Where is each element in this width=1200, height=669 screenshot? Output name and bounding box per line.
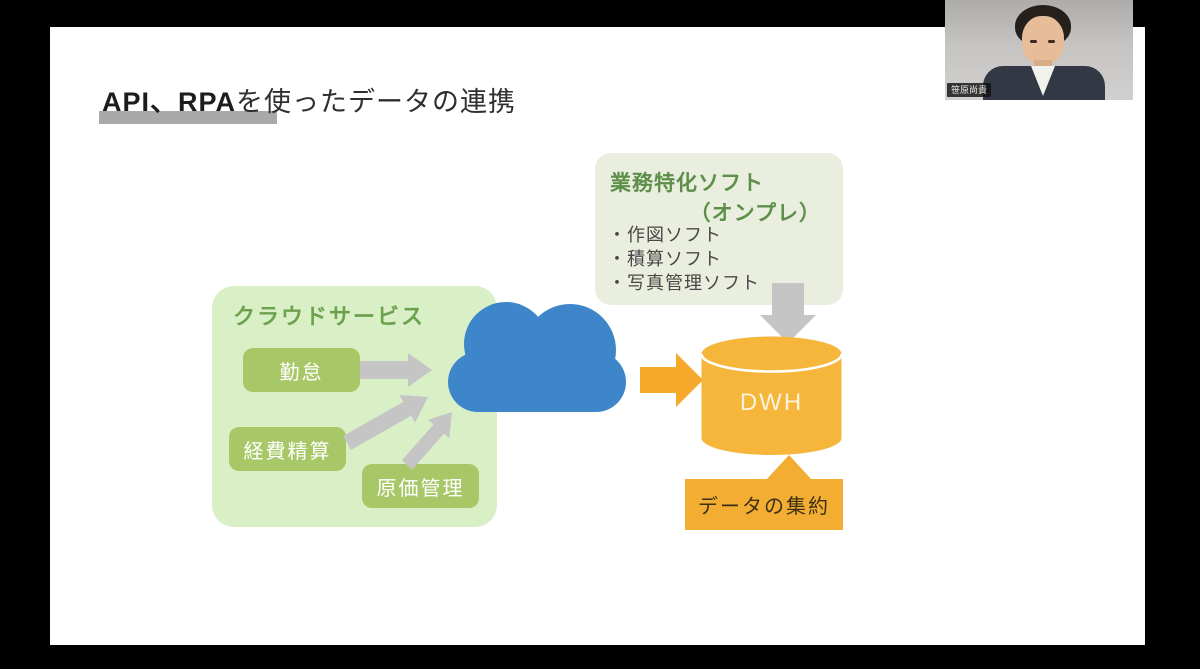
onprem-title: 業務特化ソフト （オンプレ） (610, 167, 825, 227)
participant-eye (1048, 40, 1055, 43)
participant-name-badge: 笹原尚貴 (947, 83, 992, 97)
onprem-item: ・積算ソフト (608, 249, 722, 269)
onprem-title-line1: 業務特化ソフト (610, 172, 764, 195)
onprem-item: ・写真管理ソフト (608, 273, 760, 293)
participant-face (1022, 16, 1064, 64)
cloud-services-label: クラウドサービス (233, 304, 426, 329)
cylinder-top-edge (700, 353, 843, 373)
onprem-title-line2: （オンプレ） (689, 202, 821, 225)
participant-eye (1030, 40, 1037, 43)
callout-pointer-icon (766, 455, 812, 480)
onprem-item-list: ・作図ソフト ・積算ソフト ・写真管理ソフト (608, 223, 760, 295)
service-keihiseisan: 経費精算 (229, 427, 346, 471)
service-kintai: 勤怠 (243, 348, 360, 392)
cloud-icon (448, 302, 626, 412)
cylinder-top (701, 336, 842, 372)
shared-slide: API、RPAを使ったデータの連携 クラウドサービス 勤怠 経費精算 原価管理 … (50, 27, 1145, 645)
slide-title-rest: を使ったデータの連携 (236, 87, 517, 117)
webcam-video-tile[interactable]: 笹原尚貴 (945, 0, 1133, 100)
data-aggregation-callout: データの集約 (685, 479, 843, 530)
cylinder-body (701, 354, 842, 455)
onprem-software-box (595, 153, 843, 305)
service-genkakanri: 原価管理 (362, 464, 479, 508)
dwh-label: DWH (740, 389, 803, 416)
title-underline-bar (99, 111, 277, 124)
arrow-cloud-to-dwh-icon (640, 353, 703, 407)
dwh-cylinder: DWH (700, 336, 843, 455)
slide-title: API、RPAを使ったデータの連携 (102, 80, 516, 119)
slide-title-highlight: API、RPA (102, 87, 237, 117)
onprem-item: ・作図ソフト (608, 225, 722, 245)
